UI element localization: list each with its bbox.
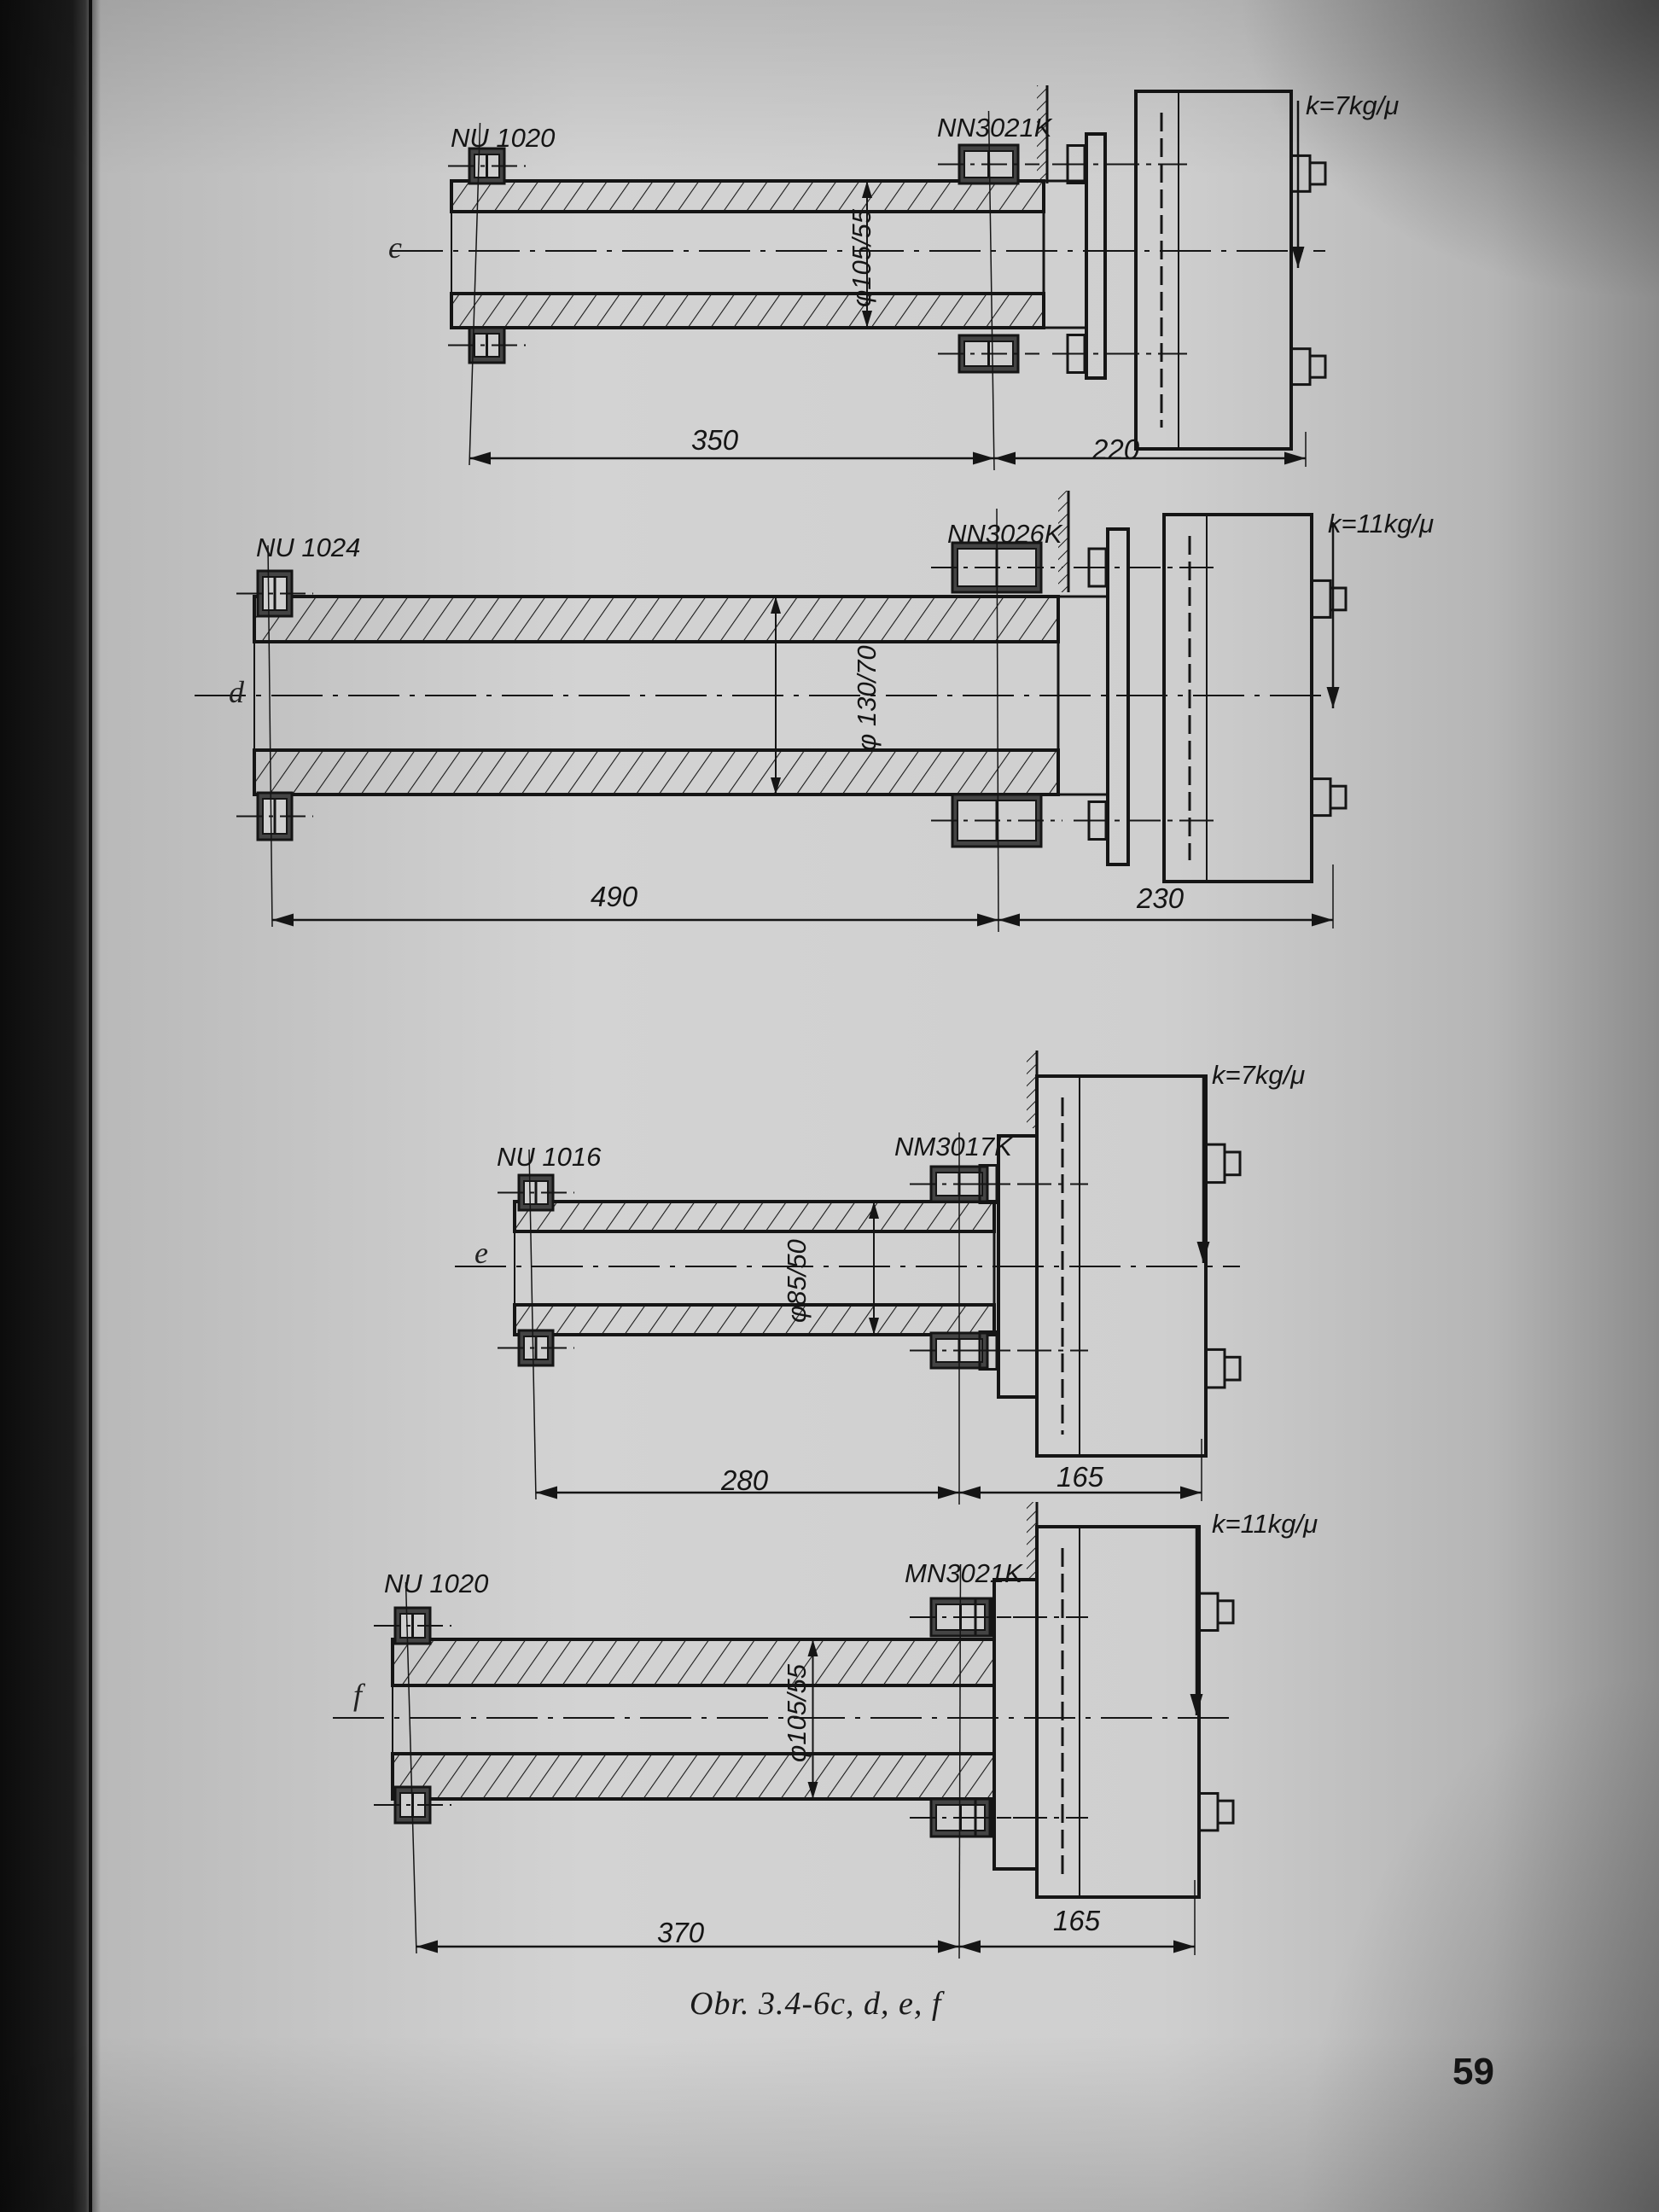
right-bearing-label: NN3021K xyxy=(937,113,1053,143)
right-bearing-symbol xyxy=(931,793,1062,848)
figure-d-geometry xyxy=(195,491,1348,933)
housing xyxy=(1134,90,1293,451)
housing-stub xyxy=(1289,154,1312,193)
right-bearing-label: NN3026K xyxy=(947,519,1063,549)
shaft-wall-top xyxy=(450,179,1045,213)
span-dimension: 280 xyxy=(720,1464,769,1496)
housing-stub xyxy=(1204,1348,1226,1389)
left-bearing-symbol xyxy=(448,147,526,185)
left-bearing-label: NU 1024 xyxy=(256,533,360,562)
diameter-label: φ85/50 xyxy=(782,1239,812,1323)
housing-stub xyxy=(1197,1592,1220,1633)
figure-d: NU 1024 NN3026K k=11kg/μ d φ 130/70 490 … xyxy=(229,509,1434,914)
right-bearing-symbol xyxy=(938,334,1039,374)
housing-stub xyxy=(1310,579,1332,619)
page-number: 59 xyxy=(1452,2051,1494,2093)
overhang-dimension: 165 xyxy=(1053,1905,1101,1936)
figure-e: NU 1016 NM3017K k=7kg/μ e φ85/50 280 165 xyxy=(474,1060,1305,1496)
shaft-wall-top xyxy=(513,1200,996,1233)
figure-caption: Obr. 3.4-6c, d, e, f xyxy=(690,1986,945,2022)
figure-id: f xyxy=(353,1678,366,1712)
shaft-wall-bottom xyxy=(450,292,1045,329)
figure-id: e xyxy=(474,1236,488,1270)
figure-id: d xyxy=(229,675,245,709)
housing-stub xyxy=(1289,347,1312,387)
overhang-dimension: 165 xyxy=(1057,1461,1104,1493)
right-bearing-label: NM3017K xyxy=(894,1132,1013,1161)
figure-id: c xyxy=(388,230,402,265)
housing-pin xyxy=(1216,1599,1235,1625)
housing-pin xyxy=(1308,354,1327,379)
overhang-dimension: 230 xyxy=(1136,882,1185,914)
diameter-label: φ105/55 xyxy=(847,208,876,307)
housing xyxy=(1162,513,1313,883)
span-dimension: 370 xyxy=(657,1917,705,1948)
span-dimension: 350 xyxy=(691,424,739,456)
figure-f: NU 1020 MN3021K k=11kg/μ f φ105/55 370 1… xyxy=(353,1509,1318,1948)
shaft-wall-top xyxy=(253,595,1060,643)
load-label: k=11kg/μ xyxy=(1328,509,1434,538)
housing-stub xyxy=(1310,777,1332,818)
housing-stub xyxy=(1197,1791,1220,1832)
left-bearing-symbol xyxy=(448,326,526,364)
span-dimension: 490 xyxy=(591,881,638,912)
housing-pin xyxy=(1223,1355,1242,1382)
housing-stub xyxy=(1204,1143,1226,1185)
diameter-label: φ105/55 xyxy=(782,1663,812,1762)
left-bearing-label: NU 1016 xyxy=(497,1142,602,1172)
load-label: k=7kg/μ xyxy=(1212,1060,1305,1090)
diameter-label: φ 130/70 xyxy=(852,645,882,751)
left-bearing-symbol xyxy=(236,791,313,841)
flange xyxy=(1106,527,1130,866)
flange xyxy=(992,1578,1039,1871)
housing-pin xyxy=(1329,784,1348,810)
shaft-wall-bottom xyxy=(253,748,1060,796)
figure-c: NU 1020 NN3021K k=7kg/μ c φ105/55 350 22… xyxy=(388,90,1399,465)
housing-pin xyxy=(1308,161,1327,186)
load-label: k=7kg/μ xyxy=(1306,90,1399,120)
shaft-wall-bottom xyxy=(513,1303,996,1336)
shaft-wall-top xyxy=(391,1638,996,1687)
shaft-wall-bottom xyxy=(391,1752,996,1801)
left-bearing-label: NU 1020 xyxy=(451,123,555,153)
hub xyxy=(1042,179,1088,329)
flange xyxy=(1085,132,1107,380)
housing-pin xyxy=(1216,1799,1235,1825)
overhang-dimension: 220 xyxy=(1091,434,1140,465)
left-bearing-label: NU 1020 xyxy=(384,1569,488,1598)
load-label: k=11kg/μ xyxy=(1212,1509,1318,1539)
figure-e-geometry xyxy=(455,1051,1242,1505)
right-bearing-label: MN3021K xyxy=(905,1558,1023,1588)
housing-pin xyxy=(1223,1150,1242,1177)
